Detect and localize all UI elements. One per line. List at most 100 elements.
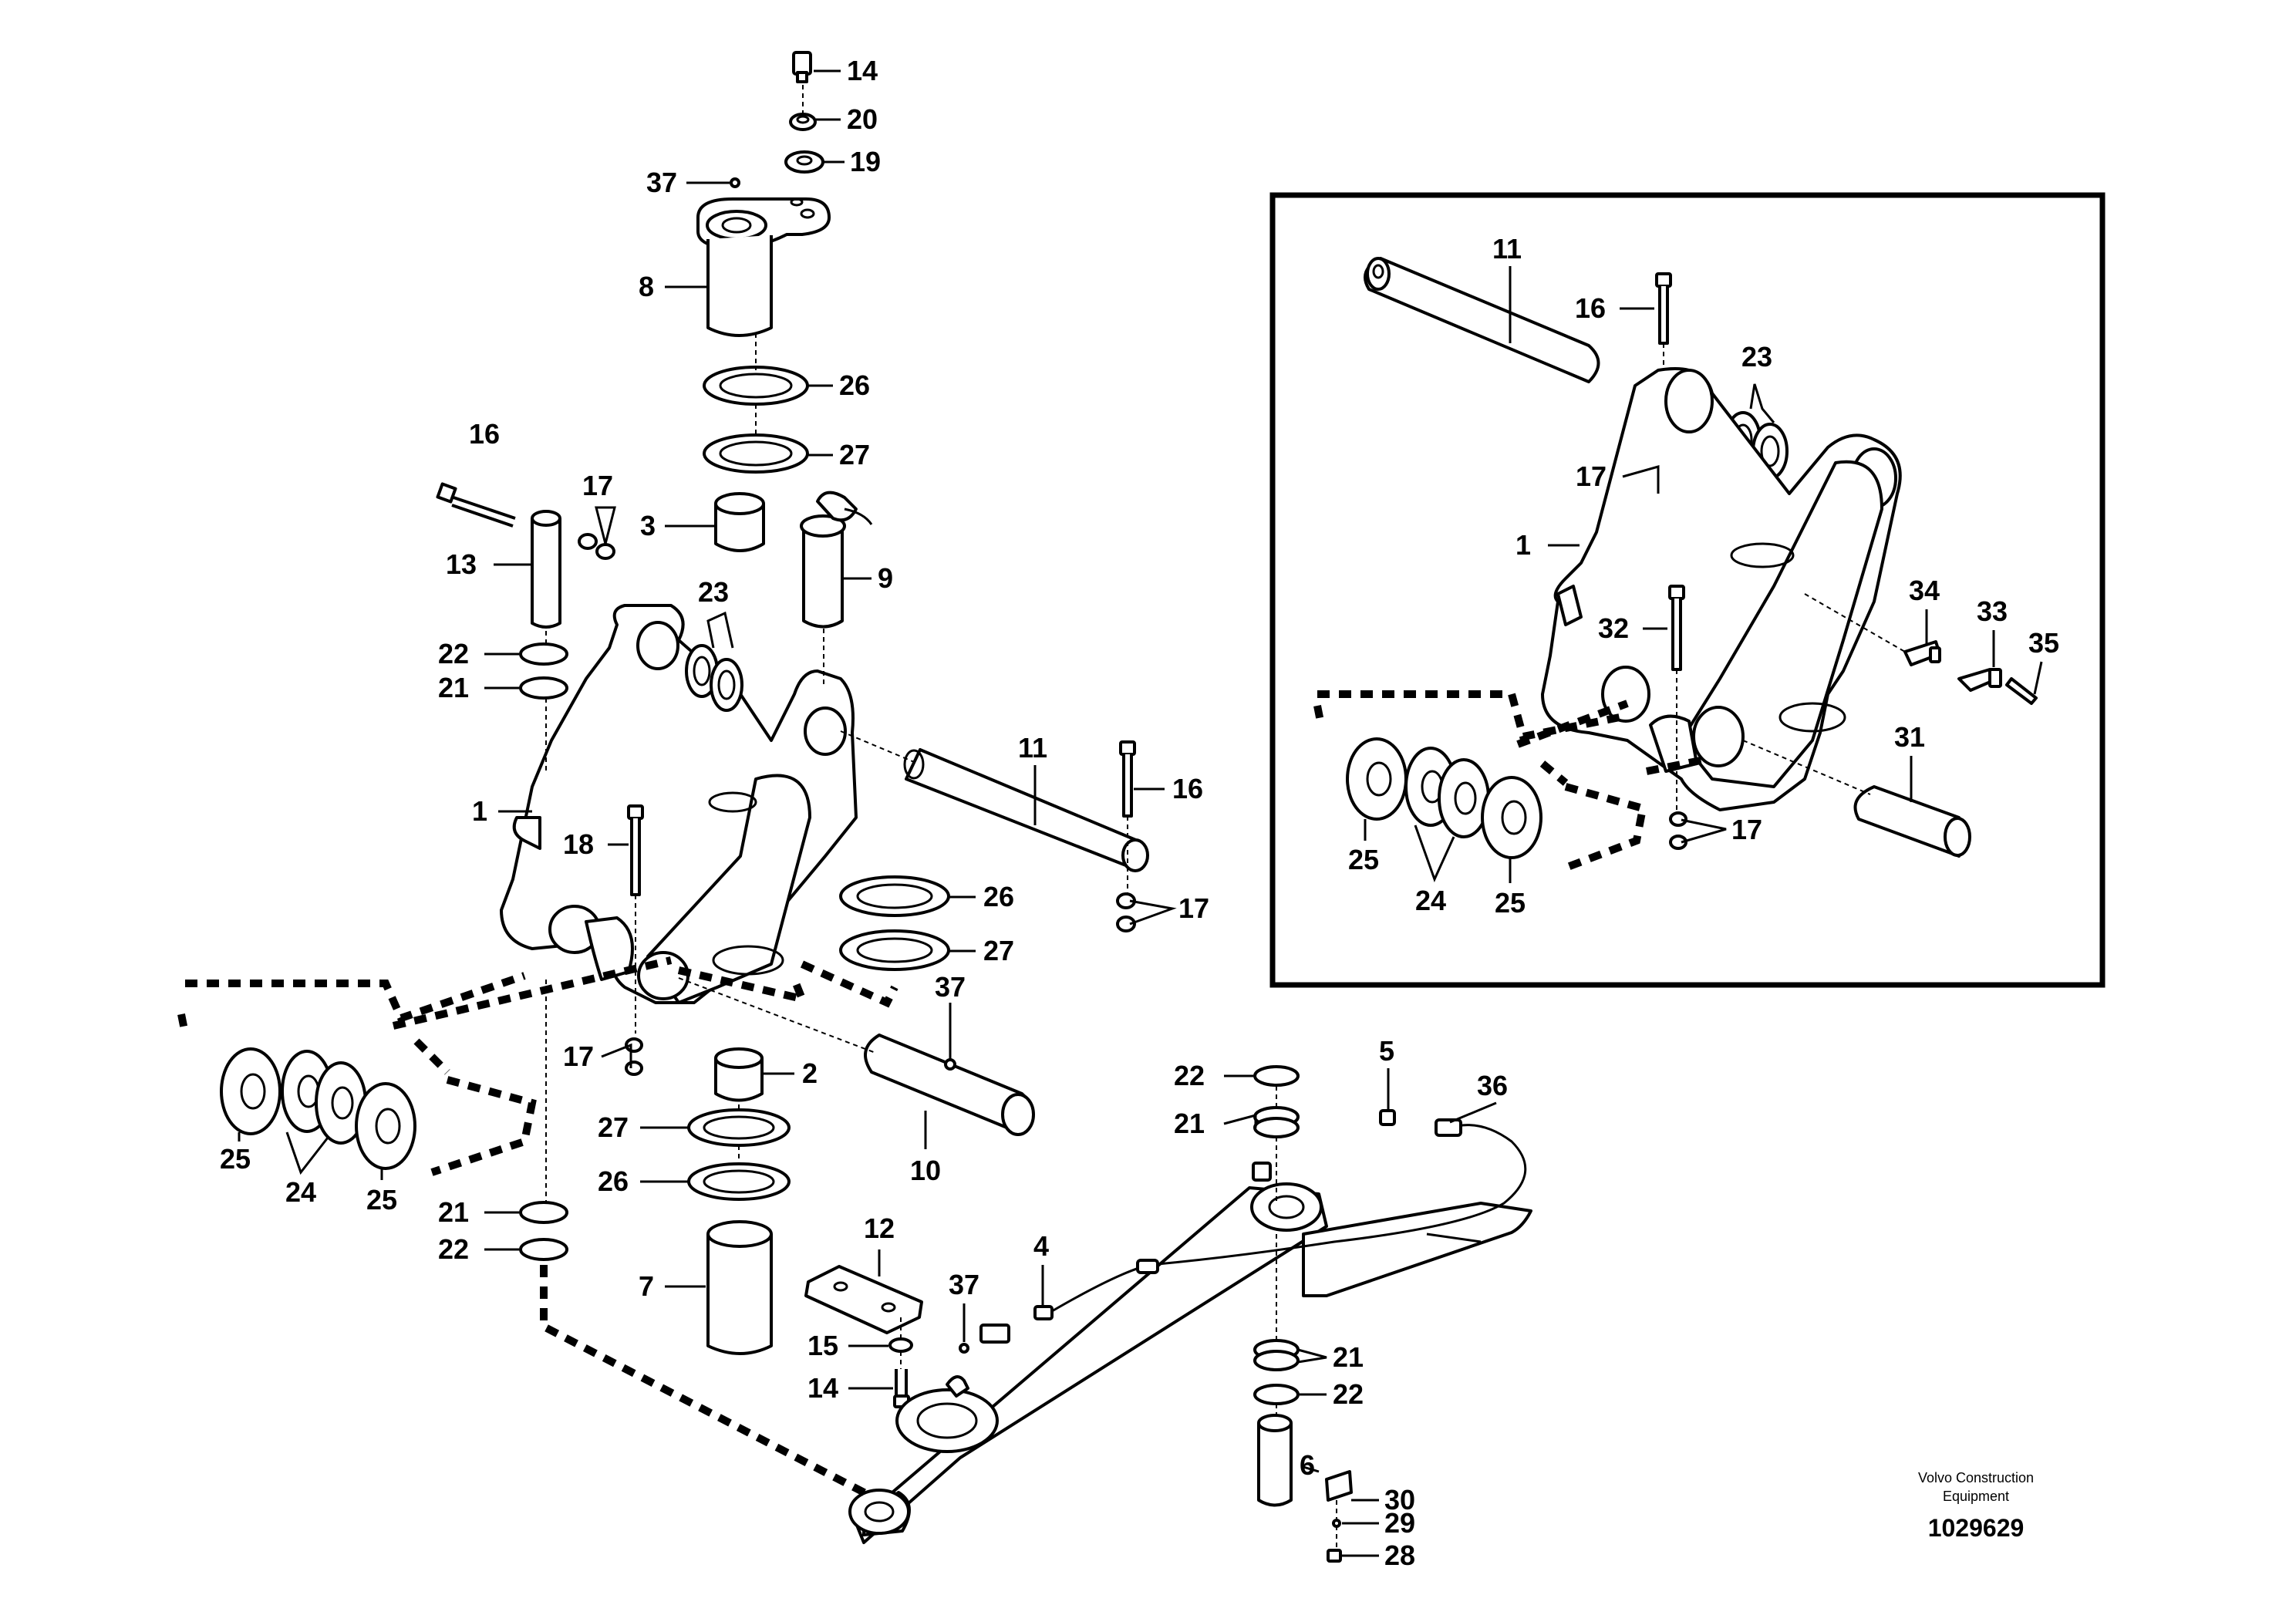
inset-callout-25-left: 25 [1348,844,1379,875]
inset-frame [1269,192,2106,988]
inset-nut-17-bottom-a [1669,811,1687,827]
washer-21-cylinder-b [1253,1117,1300,1138]
callout-28: 28 [1384,1539,1415,1571]
shim-26-low [687,1162,791,1201]
callout-25-right: 25 [366,1184,397,1216]
callout-36: 36 [1477,1070,1508,1101]
inset-callout-17-bottom: 17 [1731,814,1762,845]
callout-22-cylinder-low: 22 [1333,1378,1364,1410]
callout-1-main: 1 [472,795,487,827]
shim-26-mid [839,875,950,917]
washer-22-left [519,642,568,666]
callout-23-main: 23 [698,576,729,608]
inset-clamp-34 [1903,640,1941,666]
inset-callout-35: 35 [2028,627,2059,659]
inset-callout-31: 31 [1894,721,1925,753]
grease-nipple-37-mid [944,1058,956,1071]
callout-12: 12 [864,1212,895,1244]
callout-21-cylinder: 21 [1174,1108,1205,1139]
callout-2: 2 [802,1057,818,1089]
pin-9 [800,491,873,629]
callout-14-top: 14 [847,55,878,86]
fitting-5 [1379,1109,1396,1126]
shim-27-low [687,1108,791,1147]
dashed-guides-inset [1313,690,1705,872]
inset-pin-31 [1742,740,1971,858]
inset-line-34-33 [1804,593,1906,653]
inset-assembly [1313,257,2038,872]
grease-nipple-37-top [730,177,740,188]
main-assembly [177,51,1532,1563]
inset-callout-16: 16 [1575,292,1606,324]
washer-22-cylinder [1253,1065,1300,1087]
bolt-18 [627,804,644,1034]
clamp-37-low [959,1324,1010,1354]
callout-15: 15 [807,1330,838,1361]
callout-16-left: 16 [469,418,500,450]
callout-17-bottom: 17 [563,1040,594,1072]
callout-7: 7 [639,1270,654,1302]
inset-bolt-16 [1655,272,1672,463]
callout-20: 20 [847,103,878,135]
dashed-guides-main [177,956,899,1500]
washer-15 [888,1337,913,1353]
callout-14-low: 14 [807,1372,838,1404]
inset-callout-34: 34 [1909,575,1940,606]
callout-11-main: 11 [1018,732,1047,764]
fitting-36 [1435,1118,1462,1137]
callout-10: 10 [910,1155,941,1186]
inset-bolt-32 [1668,585,1685,810]
callout-17-main: 17 [1178,892,1209,924]
inset-frame-1 [1541,367,1902,811]
lock-plate-30 [1325,1470,1353,1502]
pin-13 [531,510,561,629]
washers-24-25-left [220,1047,416,1170]
nut-20 [789,113,817,131]
callout-22-low: 22 [438,1233,469,1265]
callout-27-low: 27 [598,1111,629,1143]
frame-1 [500,604,858,1004]
callout-37-low: 37 [949,1269,979,1300]
inset-callout-23: 23 [1741,341,1772,373]
callout-4: 4 [1033,1230,1049,1262]
center-lines-main [545,85,1337,1549]
credit-line-2: Equipment [1943,1489,2009,1504]
bushing-2 [714,1047,764,1102]
bolt-16-left [436,482,516,528]
callout-21-low: 21 [438,1196,469,1228]
callout-5: 5 [1379,1035,1394,1067]
callout-labels: 14 20 19 37 8 26 27 16 17 3 9 13 23 22 2… [220,55,2059,1571]
bolt-14-top [792,51,812,83]
callout-16-main: 16 [1172,773,1203,804]
hose-crimp [1136,1259,1159,1274]
shim-26-top [703,366,809,406]
nut-17-bottom-b [625,1061,643,1076]
washer-22-cylinder-low [1253,1384,1300,1405]
bolt-16-main [1119,740,1136,895]
washers-23-main [685,644,743,712]
inset-bolt-35 [2005,677,2038,705]
shim-27-top [703,433,809,474]
inset-callout-11: 11 [1492,233,1522,265]
callout-37-top: 37 [646,167,677,198]
washer-21-low [519,1201,568,1224]
credit-line-1: Volvo Construction [1918,1470,2034,1485]
nuts-17-left [578,533,615,560]
callout-30: 30 [1384,1484,1415,1516]
callout-21-cylinder-low: 21 [1333,1341,1364,1373]
leader-lines [238,69,2043,1557]
callout-22-cylinder: 22 [1174,1060,1205,1091]
hydraulic-cylinder [848,1162,1532,1544]
inset-callout-17-top: 17 [1576,460,1607,492]
bolt-28 [1327,1549,1342,1563]
callout-27-top: 27 [839,439,870,470]
pin-8-with-plate [696,197,831,337]
callout-17-left: 17 [582,470,613,501]
callout-3: 3 [640,510,656,541]
washer-21-left [519,676,568,700]
washer-19 [784,150,824,174]
callout-26-low: 26 [598,1165,629,1197]
callout-9: 9 [878,562,893,594]
inset-pin-11 [1364,257,1600,383]
callout-6: 6 [1300,1449,1315,1481]
